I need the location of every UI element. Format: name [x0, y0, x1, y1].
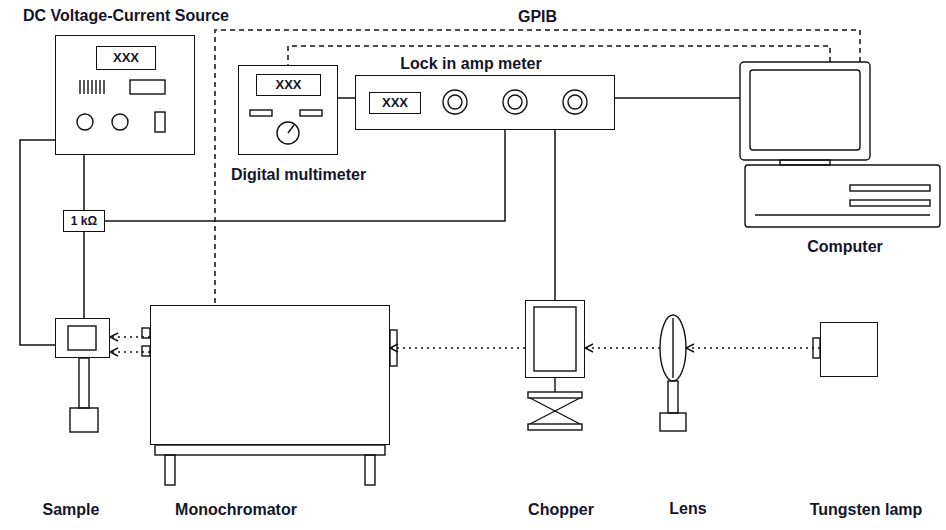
voltage-current-source: DC Voltage-Current SourceXXX: [55, 35, 195, 155]
equipment-label: Digital multimeter: [231, 166, 366, 184]
light-path: [110, 351, 150, 352]
signal-wire: [83, 232, 85, 318]
equipment-label: Chopper: [528, 501, 594, 519]
computer-drawing: [740, 62, 940, 227]
light-path: [585, 347, 660, 348]
signal-wire: [105, 130, 505, 221]
equipment-label: DC Voltage-Current Source: [23, 7, 229, 25]
equipment-label: Sample: [43, 501, 100, 519]
multimeter-panel: [250, 110, 322, 144]
equipment-label: Monochromator: [175, 501, 297, 519]
equipment-label: Lock in amp meter: [400, 55, 541, 73]
light-path: [686, 347, 820, 348]
lens-drawing: [660, 315, 686, 431]
data-link: [288, 46, 830, 65]
light-path: [390, 347, 525, 348]
monochromator-stand: [142, 328, 397, 485]
tungsten-lamp: Tungsten lamp: [820, 322, 878, 377]
signal-wire: [20, 140, 55, 345]
lens: Lens: [660, 315, 686, 381]
equipment-label: Computer: [807, 238, 883, 256]
display-readout: XXX: [96, 46, 156, 70]
resistor-value: 1 kΩ: [71, 214, 97, 228]
lock-in-knobs: [443, 90, 587, 114]
chopper: Chopper: [525, 300, 585, 378]
equipment-label: Lens: [669, 500, 706, 518]
signal-wire: [554, 130, 556, 300]
sample-holder: [68, 326, 98, 432]
signal-wire: [83, 155, 85, 210]
lock-in-amplifier: Lock in amp meterXXX: [355, 75, 615, 130]
sample-holder: Sample: [55, 318, 110, 358]
computer: Computer: [740, 62, 940, 230]
equipment-label: Tungsten lamp: [810, 501, 923, 519]
display-readout: XXX: [369, 92, 421, 114]
display-readout: XXX: [256, 74, 321, 96]
data-link: [215, 30, 860, 305]
chopper-stand: [528, 307, 582, 430]
source-panel: [77, 80, 165, 132]
light-path: [110, 336, 150, 337]
signal-wire: [338, 97, 355, 99]
monochromator: Monochromator: [150, 305, 390, 445]
digital-multimeter: Digital multimeterXXX: [238, 65, 338, 155]
bus-label: GPIB: [515, 8, 560, 26]
resistor-symbol: 1 kΩ: [63, 210, 105, 232]
signal-wire: [615, 97, 740, 99]
